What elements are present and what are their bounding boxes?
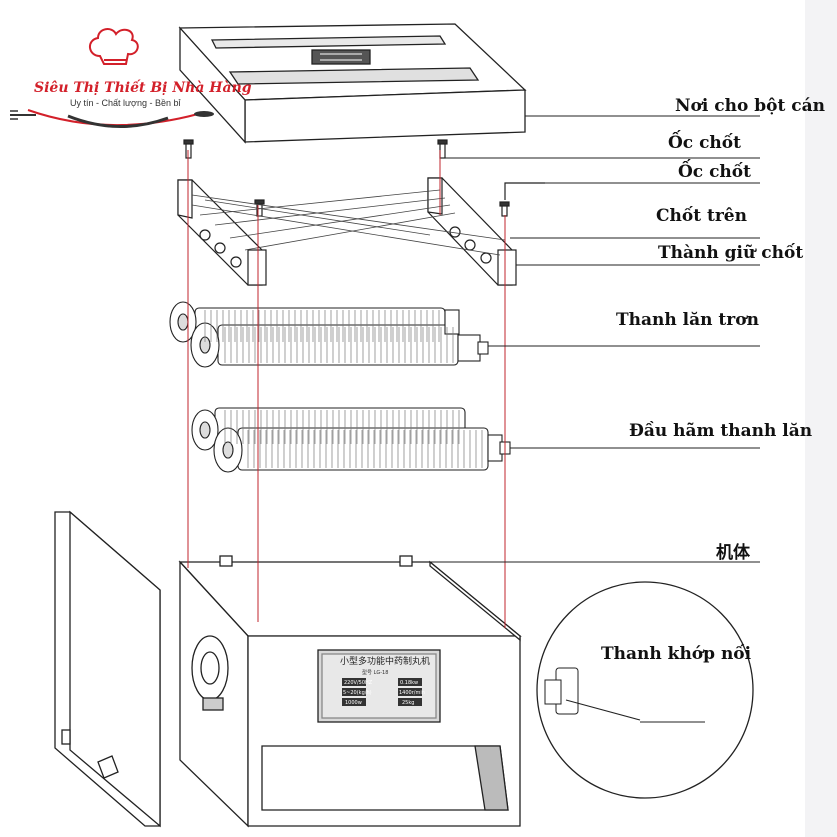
label-pin-holder: Thành giữ chốt: [658, 243, 804, 263]
bolts: [183, 139, 545, 217]
nameplate-pill-size: 1000w: [345, 700, 362, 706]
side-cover: [54, 510, 161, 828]
leader-lines: [430, 115, 760, 563]
label-coupling-rod: Thanh khớp nối: [601, 644, 752, 664]
right-margin-strip: [805, 0, 837, 837]
side-plates: [177, 177, 517, 286]
red-guide-lines: [187, 150, 506, 628]
label-roller-brake-end: Đầu hãm thanh lăn: [629, 421, 813, 441]
logo-tagline: Uy tín - Chất lượng - Bền bỉ: [70, 98, 181, 108]
machine-body: [178, 555, 522, 828]
label-upper-pin: Chốt trên: [656, 206, 747, 226]
label-flour-tray: Nơi cho bột cán: [675, 96, 825, 116]
label-bolt-1: Ốc chốt: [668, 133, 741, 153]
chef-hat-icon: [10, 28, 214, 129]
label-machine-body: 机体: [716, 543, 750, 563]
roller-ribs: [204, 310, 483, 468]
brake-end-rollers: [191, 407, 511, 473]
nameplate-model: 型号 LG-18: [362, 669, 388, 676]
label-bolt-2: Ốc chốt: [678, 162, 751, 182]
nameplate-weight: 25kg: [402, 700, 414, 706]
nameplate-power-supply: 220V/50HZ: [344, 680, 373, 686]
nameplate-capacity: 5~20(kg/h): [343, 690, 372, 696]
brand-logo: Siêu Thị Thiết Bị Nhà Hàng Uy tín - Chất…: [8, 18, 252, 133]
nameplate-motor-power: 0.18kw: [400, 680, 418, 686]
label-smooth-roller: Thanh lăn trơn: [616, 310, 759, 330]
smooth-rollers: [169, 301, 489, 368]
logo-title: Siêu Thị Thiết Bị Nhà Hàng: [34, 80, 252, 96]
nameplate: 小型多功能中药制丸机 型号 LG-18 220V/50HZ 5~20(kg/h)…: [340, 655, 430, 706]
flour-tray: [178, 23, 527, 144]
nameplate-speed: 1400r/min: [399, 690, 425, 696]
nameplate-title: 小型多功能中药制丸机: [340, 655, 430, 667]
coupling-detail: [536, 581, 754, 799]
